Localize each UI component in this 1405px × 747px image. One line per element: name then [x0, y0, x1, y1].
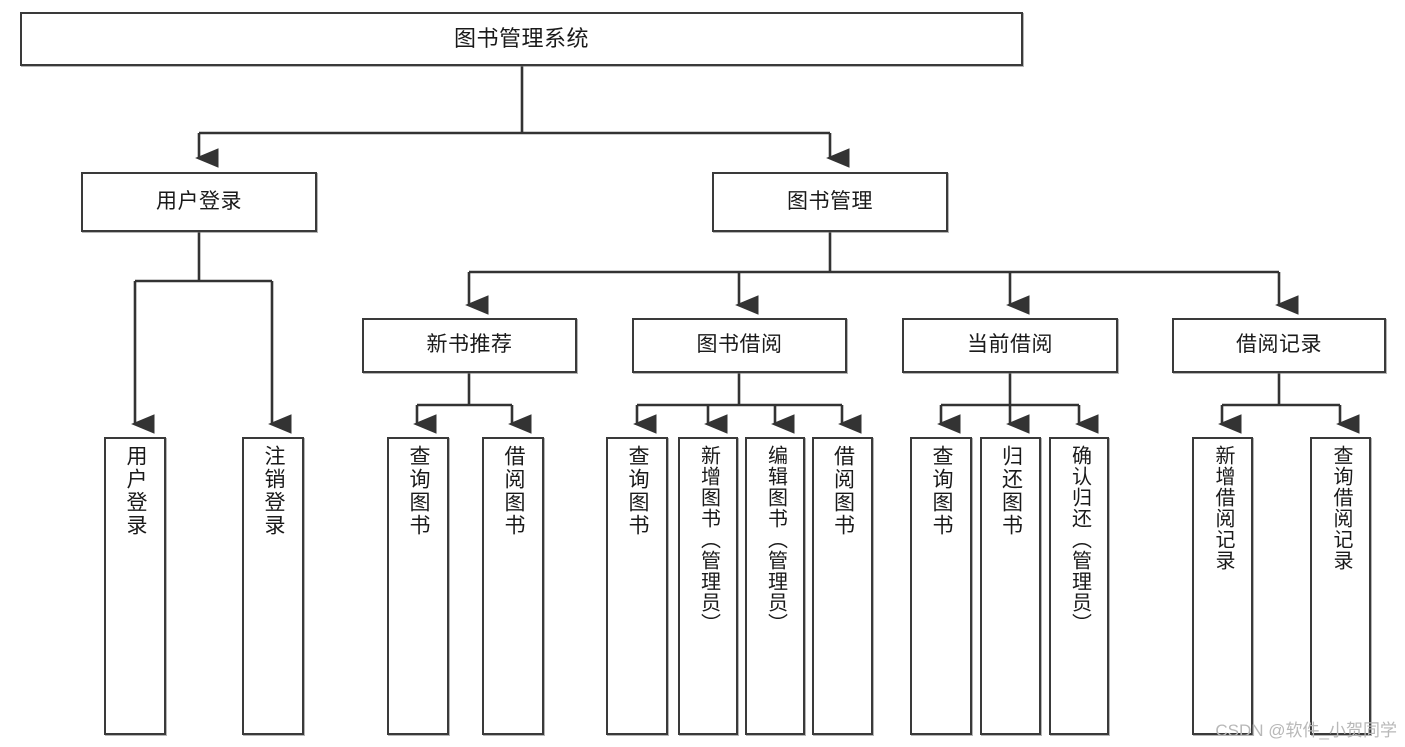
node-root-system[interactable]: 图书管理系统	[20, 12, 1023, 66]
node-book-manage[interactable]: 图书管理	[712, 172, 948, 232]
node-book-borrow[interactable]: 图书借阅	[632, 318, 847, 373]
node-leaf-return-book[interactable]: 归还图书	[980, 437, 1041, 735]
node-leaf-query-book-2[interactable]: 查询图书	[606, 437, 668, 735]
node-label: 查询借阅记录	[1330, 445, 1352, 571]
node-label: 图书管理系统	[453, 26, 589, 52]
node-leaf-query-book-1[interactable]: 查询图书	[387, 437, 449, 735]
csdn-watermark: CSDN @软件_小贺同学	[1215, 721, 1397, 740]
node-leaf-add-record[interactable]: 新增借阅记录	[1192, 437, 1253, 735]
node-label: 借阅图书	[831, 445, 855, 537]
node-label: 借阅记录	[1236, 333, 1322, 357]
node-leaf-edit-book[interactable]: 编辑图书（管理员）	[745, 437, 805, 735]
node-label: 当前借阅	[967, 333, 1053, 357]
node-leaf-confirm-return[interactable]: 确认归还（管理员）	[1049, 437, 1109, 735]
node-label: 用户登录	[156, 189, 242, 213]
node-label: 新增图书（管理员）	[697, 445, 720, 634]
node-label: 借阅图书	[502, 445, 526, 537]
node-user-login[interactable]: 用户登录	[81, 172, 317, 232]
node-label: 图书借阅	[696, 333, 783, 357]
node-leaf-logout[interactable]: 注销登录	[242, 437, 304, 735]
node-leaf-borrow-book-2[interactable]: 借阅图书	[812, 437, 873, 735]
node-label: 图书管理	[787, 189, 873, 213]
node-new-book-recommend[interactable]: 新书推荐	[362, 318, 577, 373]
node-label: 查询图书	[626, 445, 650, 537]
node-label: 新书推荐	[426, 333, 513, 357]
node-label: 查询图书	[930, 445, 954, 537]
node-leaf-user-login[interactable]: 用户登录	[104, 437, 166, 735]
node-leaf-borrow-book-1[interactable]: 借阅图书	[482, 437, 544, 735]
node-leaf-add-book[interactable]: 新增图书（管理员）	[678, 437, 738, 735]
node-label: 编辑图书（管理员）	[764, 445, 787, 634]
node-borrow-record[interactable]: 借阅记录	[1172, 318, 1386, 373]
node-label: 查询图书	[407, 445, 431, 537]
node-label: 注销登录	[262, 445, 286, 537]
node-current-borrow[interactable]: 当前借阅	[902, 318, 1118, 373]
node-leaf-query-record[interactable]: 查询借阅记录	[1310, 437, 1371, 735]
node-leaf-query-book-3[interactable]: 查询图书	[910, 437, 972, 735]
node-label: 新增借阅记录	[1212, 445, 1234, 571]
node-label: 归还图书	[999, 445, 1023, 537]
node-label: 用户登录	[124, 445, 148, 537]
node-label: 确认归还（管理员）	[1068, 445, 1091, 634]
